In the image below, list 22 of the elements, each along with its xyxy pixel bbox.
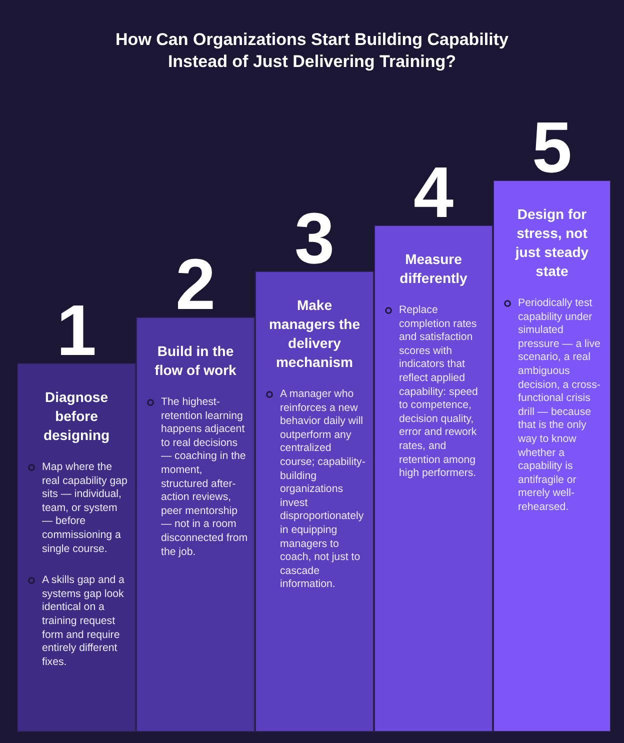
step-number: 5 bbox=[532, 120, 572, 176]
step-column bbox=[17, 363, 136, 732]
bullet-text: A skills gap and a systems gap look identical on a training request form and require entirely different fixes. bbox=[42, 574, 126, 670]
bullet-text: Replace completion rates and satisfaction scores with indicators that reflect applied capability: speed to competence, decision quality, error and rework rates, and retention among high performers. bbox=[399, 304, 479, 481]
diagram-title: How Can Organizations Start Building Capability Instead of Just Delivering Training? bbox=[114, 29, 510, 73]
bullet-text: Map where the real capability gap sits — individual, team, or system — before commissioning a single course. bbox=[42, 461, 128, 556]
step-heading: Measure differently bbox=[398, 250, 468, 288]
step-column bbox=[136, 317, 255, 732]
step-column bbox=[493, 180, 611, 732]
step-number: 4 bbox=[413, 165, 454, 221]
step-heading: Diagnose before designing bbox=[42, 388, 111, 445]
step-number: 2 bbox=[175, 257, 216, 313]
step-column bbox=[374, 225, 493, 732]
step-column bbox=[255, 271, 374, 732]
step-heading: Design for stress, not just steady state bbox=[514, 205, 590, 281]
bullet-text: Periodically test capability under simulated pressure — a live scenario, a real ambiguous decision, a cross-functional crisis drill — because that is the only way to know whether a capability is antifragile or merely well-rehearsed. bbox=[518, 297, 602, 514]
step-heading: Make managers the delivery mechanism bbox=[268, 296, 362, 372]
step-heading: Build in the flow of work bbox=[154, 342, 238, 380]
step-number: 1 bbox=[56, 303, 97, 359]
step-number: 3 bbox=[294, 211, 335, 267]
bullet-text: The highest-retention learning happens adjacent to real decisions — coaching in the moment, structured after-action reviews, peer mentorship — not in a room disconnected from the job. bbox=[161, 396, 248, 560]
bullet-text: A manager who reinforces a new behavior daily will outperform any centralized course; capability-building organizations invest disproportionately in equipping managers to coach, not just to cascade information. bbox=[280, 388, 366, 592]
